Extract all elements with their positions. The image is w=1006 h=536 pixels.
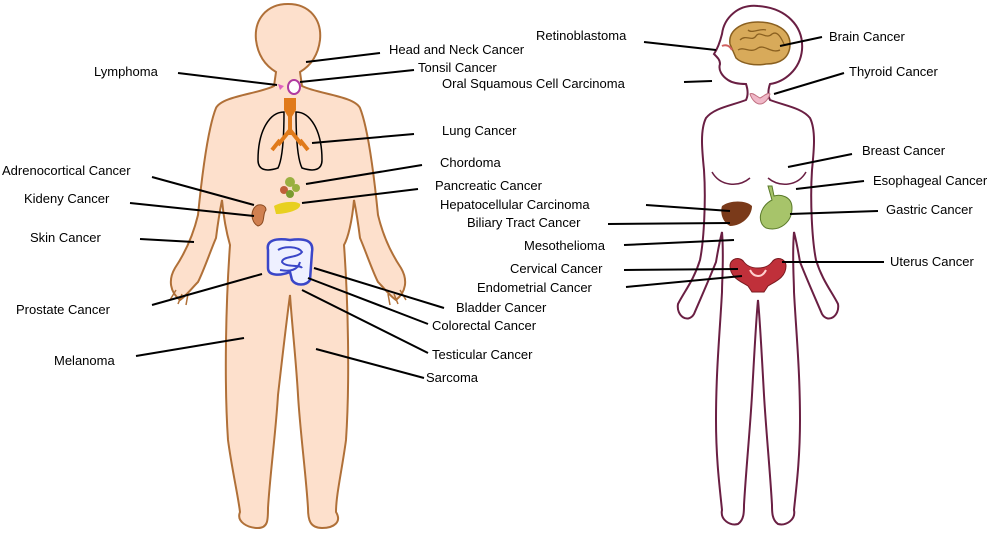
breast-contour xyxy=(711,171,807,185)
leader-endometrial xyxy=(625,275,743,288)
lungs-icon xyxy=(257,98,323,171)
label-lung-cancer: Lung Cancer xyxy=(442,123,517,138)
leader-cervical xyxy=(623,268,739,271)
leader-head-neck xyxy=(305,52,381,63)
leader-adrenocortical xyxy=(151,176,255,206)
leader-chordoma xyxy=(305,164,423,185)
label-prostate-cancer: Prostate Cancer xyxy=(16,302,111,317)
label-cervical-cancer: Cervical Cancer xyxy=(510,261,603,276)
label-melanoma: Melanoma xyxy=(54,353,115,368)
leader-lung xyxy=(311,133,415,144)
label-hepatocellular-carcinoma: Hepatocellular Carcinoma xyxy=(440,197,590,212)
tonsil-organ-icon xyxy=(278,79,301,95)
brain-icon xyxy=(729,21,791,66)
label-biliary-tract-cancer: Biliary Tract Cancer xyxy=(467,215,581,230)
labels: Head and Neck Cancer Tonsil Cancer Lymph… xyxy=(2,28,988,385)
label-pancreatic-cancer: Pancreatic Cancer xyxy=(435,178,543,193)
eye-icon xyxy=(721,44,733,51)
label-kidney-cancer: Kideny Cancer xyxy=(24,191,110,206)
leader-retinoblastoma xyxy=(643,41,717,51)
leader-sarcoma xyxy=(315,348,425,379)
leader-skin xyxy=(139,238,195,243)
leader-prostate xyxy=(151,273,263,306)
label-bladder-cancer: Bladder Cancer xyxy=(456,300,547,315)
label-brain-cancer: Brain Cancer xyxy=(829,29,906,44)
label-retinoblastoma: Retinoblastoma xyxy=(536,28,627,43)
leader-thyroid xyxy=(773,72,845,95)
pancreas-icon xyxy=(274,201,301,214)
leader-brain xyxy=(779,36,823,47)
uterus-icon xyxy=(729,258,787,293)
thyroid-icon xyxy=(749,93,771,105)
leader-pancreatic xyxy=(301,188,419,204)
label-endometrial-cancer: Endometrial Cancer xyxy=(477,280,593,295)
label-testicular-cancer: Testicular Cancer xyxy=(432,347,533,362)
chordoma-tissue-icon xyxy=(280,177,300,198)
leader-biliary xyxy=(607,222,731,225)
stomach-icon xyxy=(759,185,793,230)
leader-mesothelioma xyxy=(623,239,735,246)
leader-esophageal xyxy=(795,180,865,190)
leader-melanoma xyxy=(135,337,245,357)
label-breast-cancer: Breast Cancer xyxy=(862,143,946,158)
label-head-neck-cancer: Head and Neck Cancer xyxy=(389,42,525,57)
leader-hepatocellular xyxy=(645,204,731,212)
leader-oral xyxy=(683,80,713,83)
label-tonsil-cancer: Tonsil Cancer xyxy=(418,60,497,75)
liver-icon xyxy=(721,201,752,226)
leader-breast xyxy=(787,153,853,168)
label-lymphoma: Lymphoma xyxy=(94,64,159,79)
label-mesothelioma: Mesothelioma xyxy=(524,238,606,253)
label-chordoma: Chordoma xyxy=(440,155,501,170)
leader-testicular xyxy=(301,289,429,354)
label-uterus-cancer: Uterus Cancer xyxy=(890,254,974,269)
intestine-icon xyxy=(266,238,314,286)
leader-bladder xyxy=(313,267,445,309)
leader-gastric xyxy=(789,210,879,215)
leader-lymphoma xyxy=(177,72,278,86)
label-sarcoma: Sarcoma xyxy=(426,370,479,385)
label-esophageal-cancer: Esophageal Cancer xyxy=(873,173,988,188)
leader-tonsil xyxy=(299,69,415,83)
leader-kidney xyxy=(129,202,255,217)
label-gastric-cancer: Gastric Cancer xyxy=(886,202,973,217)
female-body-outline xyxy=(676,4,840,526)
label-oral-squamous-cell-carcinoma: Oral Squamous Cell Carcinoma xyxy=(442,76,626,91)
label-colorectal-cancer: Colorectal Cancer xyxy=(432,318,537,333)
label-adrenocortical-cancer: Adrenocortical Cancer xyxy=(2,163,131,178)
label-skin-cancer: Skin Cancer xyxy=(30,230,101,245)
label-thyroid-cancer: Thyroid Cancer xyxy=(849,64,939,79)
female-figure xyxy=(676,4,840,526)
leader-colorectal xyxy=(307,277,429,325)
leader-lines xyxy=(129,36,884,379)
male-figure xyxy=(169,2,407,530)
